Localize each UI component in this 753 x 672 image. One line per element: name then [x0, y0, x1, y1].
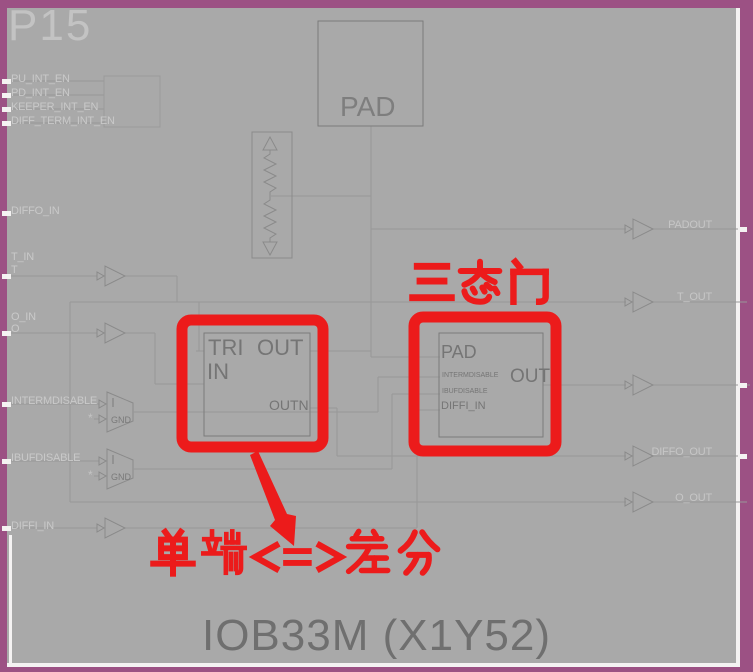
port-label-pd-int-en[interactable]: PD_INT_EN: [11, 87, 70, 99]
const-marker-icon: *: [88, 468, 93, 482]
arrow-up-icon: [262, 135, 278, 151]
annotations-overlay: [150, 257, 562, 577]
int-en-cell-box[interactable]: [103, 75, 161, 128]
out-buffer[interactable]: [624, 374, 654, 396]
arrow-down-icon: [262, 241, 278, 257]
port-label-padout[interactable]: PADOUT: [668, 219, 712, 231]
inbuf-pin-diffi-in: DIFFI_IN: [441, 400, 486, 412]
pullup-pulldown-resistors[interactable]: [262, 135, 278, 257]
sheet-edge-left: [9, 535, 12, 666]
port-label-t-out[interactable]: T_OUT: [676, 291, 712, 303]
diffi-in-buffer[interactable]: [96, 517, 126, 539]
port-label-diffi-in[interactable]: DIFFI_IN: [11, 520, 55, 532]
annotation-diff-text: [150, 527, 441, 577]
port-label-pu-int-en[interactable]: PU_INT_EN: [11, 73, 70, 85]
port-label-o-in[interactable]: O_IN: [11, 311, 36, 323]
boundary-pins[interactable]: [2, 79, 747, 531]
port-label-diff-term-int-en[interactable]: DIFF_TERM_INT_EN: [11, 115, 115, 127]
ibufdisable-mux[interactable]: [98, 448, 142, 490]
intermdisable-mux[interactable]: [98, 391, 142, 433]
outbuf-pin-tri: TRI: [208, 335, 244, 360]
t-in-buffer[interactable]: [96, 265, 126, 287]
inbuf-pin-pad: PAD: [441, 342, 477, 362]
inbuf-pin-out: OUT: [510, 366, 551, 387]
gnd-label-2: GND: [111, 472, 131, 482]
pull-resistor-box[interactable]: [251, 131, 293, 259]
highlight-box-outbuf: [176, 314, 329, 453]
port-label-o-out[interactable]: O_OUT: [675, 492, 712, 504]
annotation-tristate-text: [409, 257, 549, 306]
inbuf-pin-intermdisable: INTERMDISABLE: [442, 372, 499, 379]
port-label-diffo-out[interactable]: DIFFO_OUT: [651, 446, 712, 458]
outbuf-pin-outn: OUTN: [269, 397, 309, 413]
port-label-keeper-int-en[interactable]: KEEPER_INT_EN: [11, 101, 99, 113]
diffo-out-buffer[interactable]: [624, 445, 654, 467]
port-label-diffo-in[interactable]: DIFFO_IN: [11, 205, 60, 217]
resistor-zigzag-top: [262, 150, 278, 196]
net-label-o: O: [11, 323, 20, 335]
inbuf-pin-ibufdisable: IBUFDISABLE: [442, 388, 488, 395]
net-label-t: T: [11, 264, 18, 276]
pad-cell-box[interactable]: [317, 20, 424, 127]
const-marker-icon: *: [88, 411, 93, 425]
padout-buffer[interactable]: [624, 218, 654, 240]
sheet-edge-right: [736, 8, 740, 667]
outbuf-pin-out: OUT: [257, 335, 304, 360]
port-label-t-in[interactable]: T_IN: [11, 251, 35, 263]
port-label-ibufdisable[interactable]: IBUFDISABLE: [11, 452, 81, 464]
pad-cell-label: PAD: [340, 91, 396, 122]
tile-title: IOB33M (X1Y52): [201, 611, 552, 660]
highlight-box-inbuf: [408, 311, 562, 457]
port-label-intermdisable[interactable]: INTERMDISABLE: [11, 395, 98, 407]
outbuf-pin-in: IN: [207, 359, 229, 384]
gnd-label-1: GND: [111, 415, 131, 425]
sheet-edge-bottom: [7, 663, 740, 667]
t-out-buffer[interactable]: [624, 291, 654, 313]
inbuf-cell-box[interactable]: [438, 332, 544, 438]
resistor-zigzag-bottom: [262, 196, 278, 242]
wires[interactable]: [8, 80, 750, 529]
annotation-arrow: [250, 451, 296, 546]
outbuf-cell-box[interactable]: [203, 332, 311, 437]
site-name: P15: [8, 1, 93, 50]
o-in-buffer[interactable]: [96, 322, 126, 344]
o-out-buffer[interactable]: [624, 491, 654, 513]
